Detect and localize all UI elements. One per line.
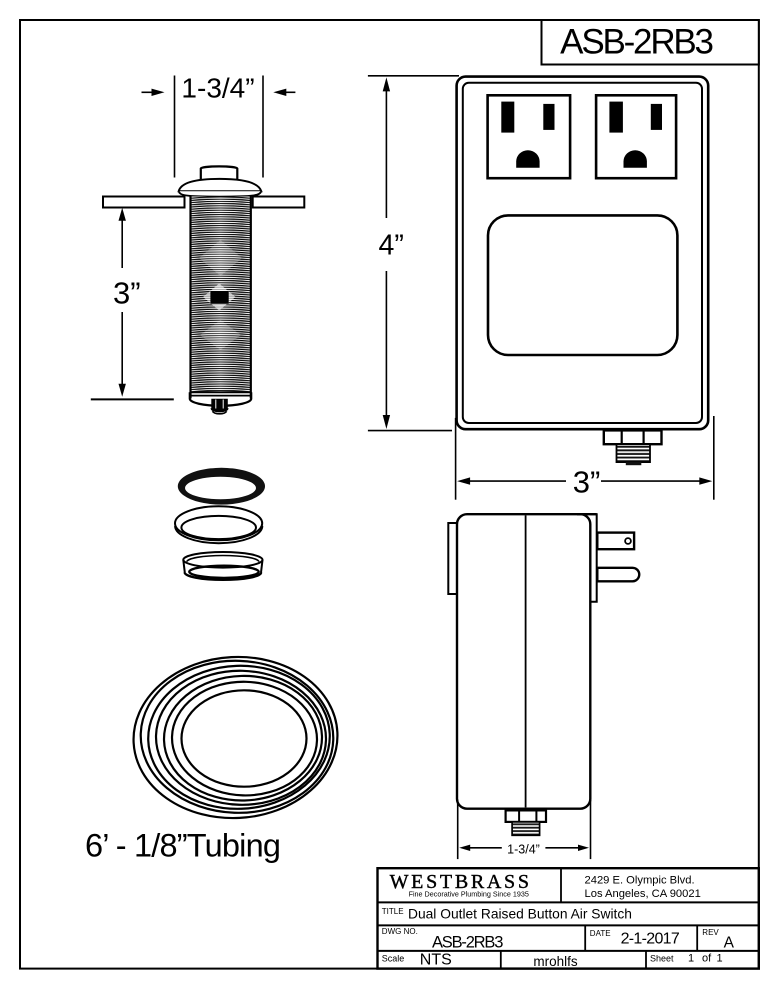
svg-text:WESTBRASS: WESTBRASS: [390, 871, 532, 893]
svg-text:4”: 4”: [379, 230, 404, 262]
svg-text:3”: 3”: [113, 276, 141, 311]
svg-text:Scale: Scale: [382, 953, 405, 963]
svg-text:6’ - 1/8”Tubing: 6’ - 1/8”Tubing: [85, 828, 280, 864]
svg-text:DWG NO.: DWG NO.: [382, 927, 418, 936]
svg-text:DATE: DATE: [590, 929, 611, 938]
svg-text:1: 1: [688, 953, 694, 965]
svg-text:A: A: [724, 934, 735, 951]
svg-text:1-3/4”: 1-3/4”: [507, 843, 540, 857]
svg-text:mrohlfs: mrohlfs: [533, 954, 578, 969]
svg-text:ASB-2RB3: ASB-2RB3: [432, 934, 503, 952]
svg-text:3”: 3”: [573, 465, 601, 500]
svg-text:2429 E. Olympic Blvd.: 2429 E. Olympic Blvd.: [585, 875, 695, 887]
svg-text:Los Angeles, CA 90021: Los Angeles, CA 90021: [585, 888, 701, 900]
svg-text:TITLE: TITLE: [382, 907, 404, 916]
svg-text:REV: REV: [702, 928, 719, 937]
svg-text:Fine Decorative Plumbing Since: Fine Decorative Plumbing Since 1935: [409, 890, 529, 899]
svg-text:1-3/4”: 1-3/4”: [181, 73, 254, 104]
svg-text:of: of: [702, 953, 712, 965]
svg-text:NTS: NTS: [420, 952, 452, 969]
svg-text:1: 1: [717, 953, 723, 965]
svg-text:Dual Outlet Raised Button Air: Dual Outlet Raised Button Air Switch: [408, 907, 632, 922]
svg-text:ASB-2RB3: ASB-2RB3: [560, 23, 712, 62]
svg-text:Sheet: Sheet: [650, 954, 674, 964]
svg-text:2-1-2017: 2-1-2017: [621, 931, 680, 948]
